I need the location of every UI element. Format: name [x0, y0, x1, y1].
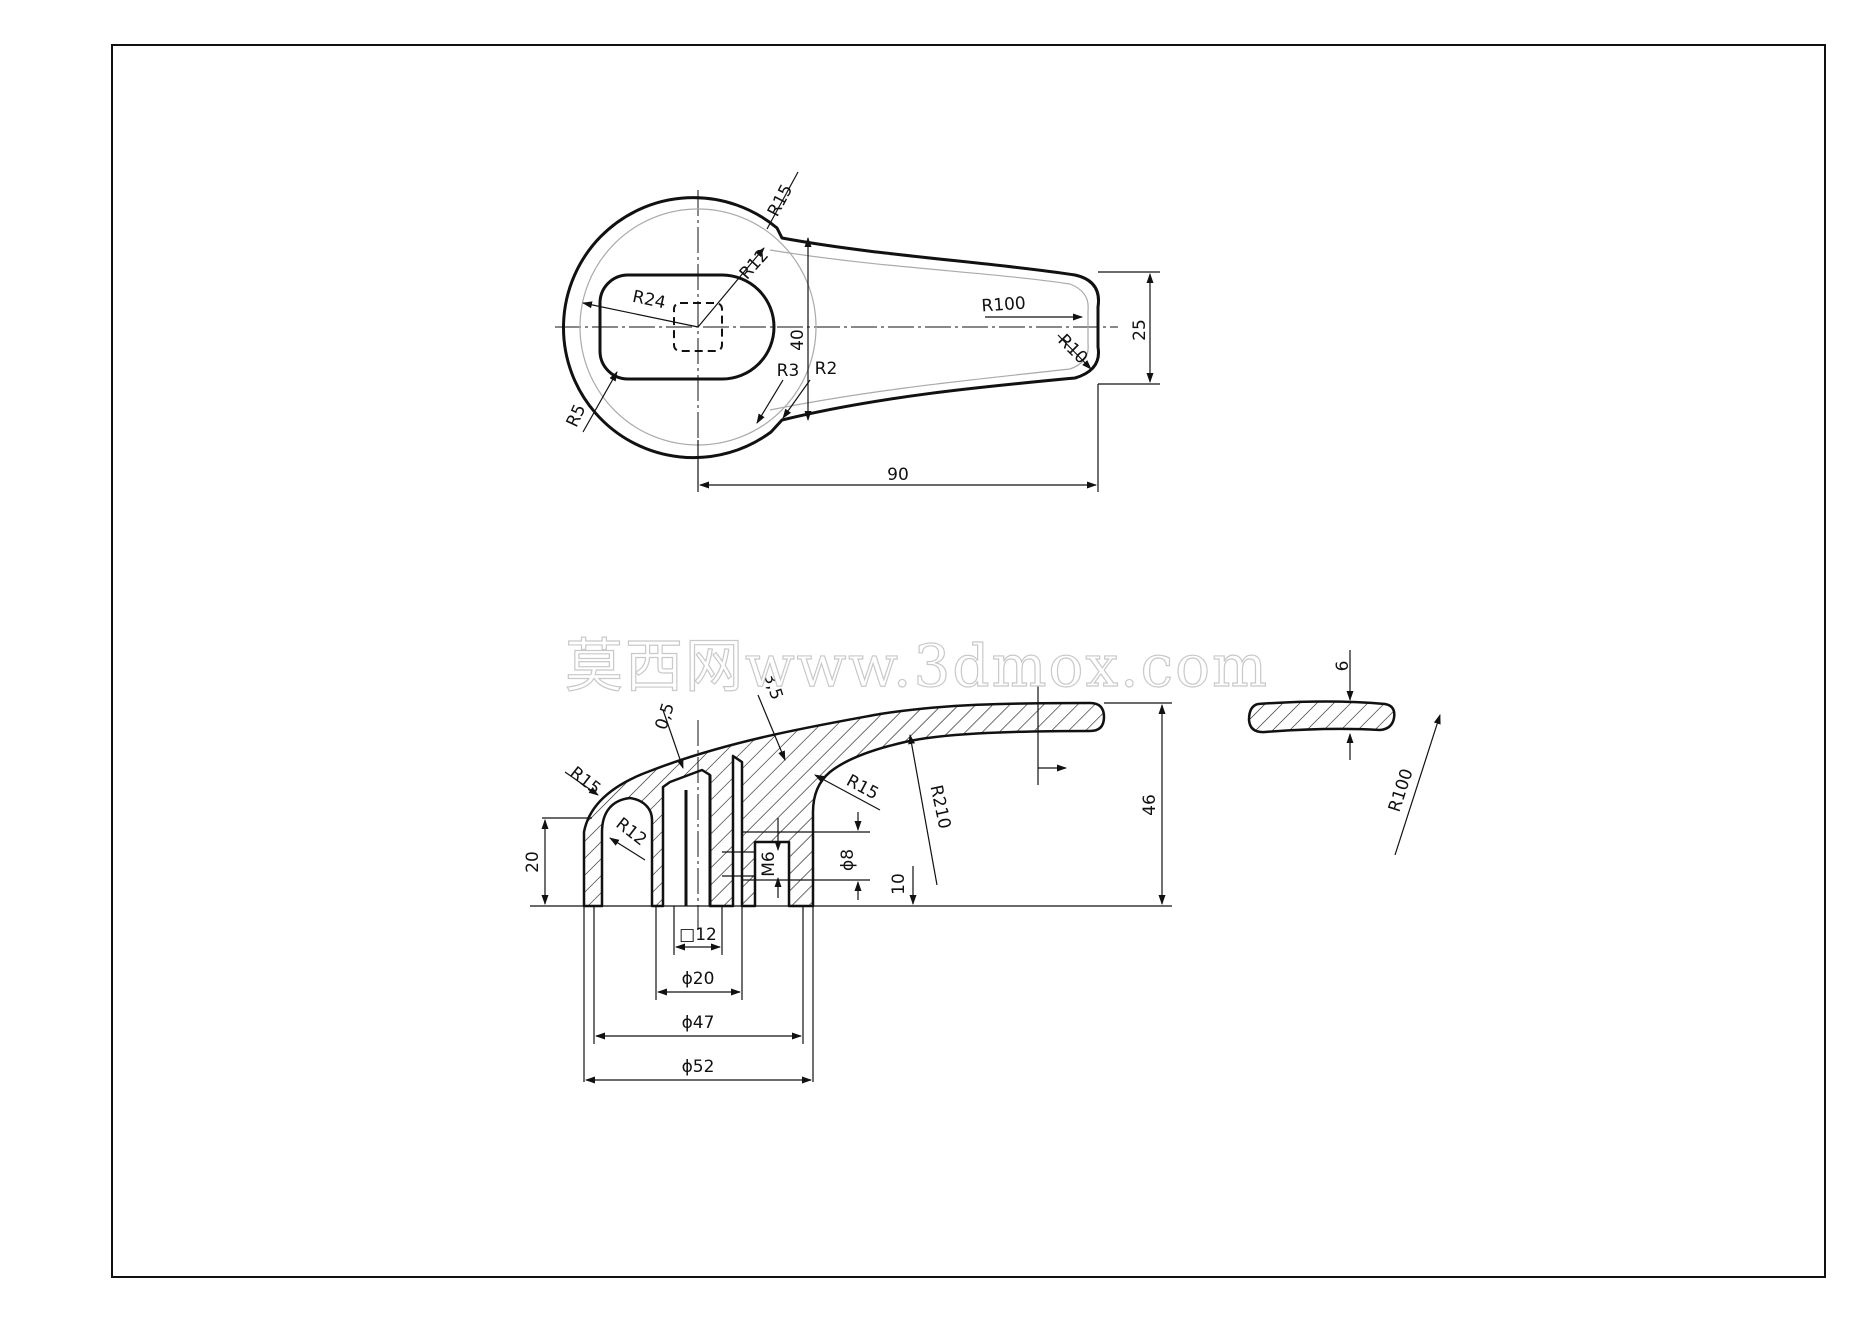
- dim-40: 40: [788, 329, 808, 351]
- dim-10: 10: [889, 873, 909, 895]
- dim-d8: ϕ8: [838, 849, 858, 871]
- top-view-outline: [562, 196, 1101, 460]
- r12-leader: [697, 247, 765, 328]
- profile-section: 6 R100: [1247, 650, 1441, 856]
- lever-inner-edge: [769, 249, 1089, 411]
- top-view: R15 R12 R24 R100 R10 R3 R2 R5 40 25 90: [555, 171, 1160, 492]
- r24-leader: [582, 301, 699, 328]
- r210-leader: [908, 734, 938, 886]
- dim-r3: R3: [777, 361, 800, 381]
- dim-6: 6: [1333, 661, 1353, 672]
- t35-leader: [757, 694, 786, 761]
- oval-recess: [598, 273, 776, 381]
- r2-leader: [782, 379, 811, 419]
- r15b-leader: [814, 774, 881, 811]
- t05-leader: [662, 709, 684, 769]
- section-view: 3,5 0,5 R15 R12 R15 R210 M6 ϕ8 10 20 46 …: [523, 665, 1172, 1084]
- sheet-frame: [111, 44, 1826, 1278]
- r12-section-leader: [609, 837, 646, 861]
- section-body-hatched: [582, 701, 1106, 908]
- dim-r24: R24: [631, 287, 668, 314]
- bore-walls: [684, 775, 712, 906]
- r15a-leader: [564, 771, 599, 796]
- dim-46: 46: [1140, 794, 1160, 816]
- dim-sq12: □12: [679, 925, 717, 945]
- dim-dia47: ϕ47: [682, 1013, 715, 1033]
- dim-25: 25: [1130, 319, 1150, 341]
- r15-top-leader: [766, 171, 799, 230]
- dim-r15-left: R15: [566, 763, 605, 799]
- watermark-text: 莫西网www.3dmox.com: [565, 632, 1269, 700]
- dim-r15-right: R15: [843, 771, 882, 804]
- r10-leader: [1057, 334, 1092, 370]
- profile-body-hatched: [1247, 700, 1396, 734]
- dim-r100-top: R100: [981, 293, 1027, 316]
- dim-r12-section: R12: [612, 814, 651, 850]
- dim-m6: M6: [759, 851, 779, 876]
- r3-leader: [756, 379, 784, 424]
- dim-r2: R2: [815, 359, 838, 379]
- r100-profile-leader: [1394, 714, 1441, 856]
- dim-r210: R210: [926, 783, 955, 830]
- dim-dia52: ϕ52: [682, 1057, 715, 1077]
- dim-r15-top: R15: [764, 181, 797, 220]
- dim-dia20: ϕ20: [682, 969, 715, 989]
- dim-0-5: 0,5: [652, 701, 679, 733]
- square-bore-hidden: [673, 302, 723, 352]
- dim-90: 90: [887, 465, 909, 485]
- dim-r100-profile: R100: [1385, 766, 1418, 814]
- dim-20: 20: [523, 851, 543, 873]
- r5-leader: [582, 371, 618, 433]
